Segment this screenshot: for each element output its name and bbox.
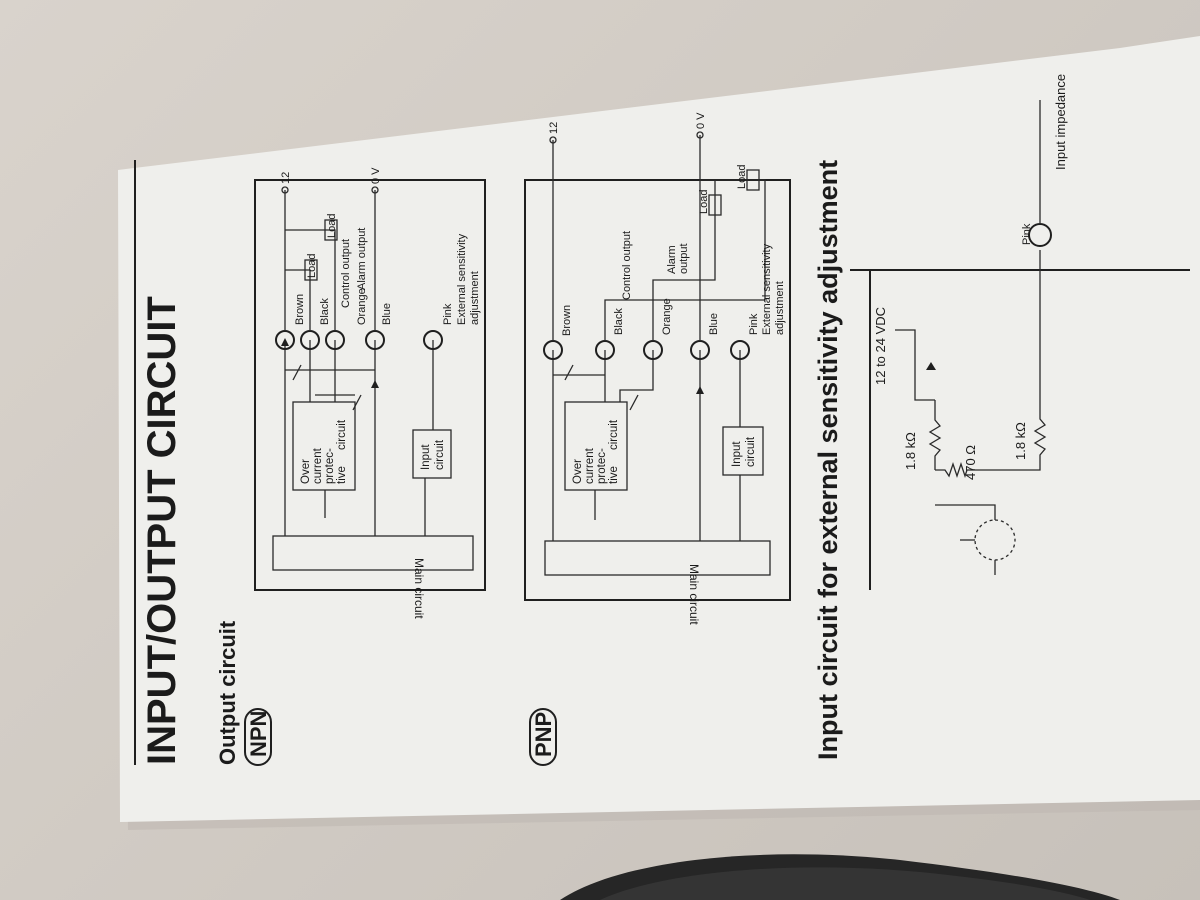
pnp-load-2 <box>708 194 722 216</box>
svg-text:Load: Load <box>736 165 748 189</box>
svg-text:Pink: Pink <box>748 313 760 335</box>
npn-diode-icon <box>281 338 289 346</box>
npn-main-circuit-box <box>272 535 474 571</box>
r1-label: 1.8 kΩ <box>903 432 918 470</box>
pnp-terminal-pink <box>730 340 750 360</box>
svg-text:Blue: Blue <box>381 303 393 325</box>
svg-text:circuit: circuit <box>608 419 620 450</box>
npn-main-circuit-label: Main circuit <box>412 558 426 619</box>
svg-text:12: 12 <box>280 172 292 184</box>
svg-text:Over: Over <box>572 459 584 484</box>
pnp-main-circuit-box <box>544 540 771 576</box>
svg-text:tive: tive <box>608 466 620 484</box>
r2-resistor-icon <box>935 461 980 479</box>
npn-diagram: Main circuit Over current protec- tive c… <box>254 167 486 619</box>
svg-text:Black: Black <box>319 298 331 325</box>
r3-label: 1.8 kΩ <box>1013 422 1028 460</box>
npn-load-2 <box>324 219 338 241</box>
svg-text:Orange: Orange <box>356 288 368 325</box>
svg-text:12: 12 <box>548 122 560 134</box>
svg-text:Input: Input <box>731 441 743 467</box>
supply-label: 12 to 24 VDC <box>873 307 888 385</box>
pnp-transistor-1 <box>564 364 574 381</box>
npn-badge-frame <box>244 708 272 766</box>
npn-transistor-2 <box>352 394 362 411</box>
output-heading: Output circuit <box>215 620 240 765</box>
pnp-frame <box>524 179 791 601</box>
svg-text:Load: Load <box>306 254 318 278</box>
svg-text:External sensitivity: External sensitivity <box>761 243 773 335</box>
svg-text:circuit: circuit <box>745 436 757 467</box>
pnp-load-1 <box>746 169 760 191</box>
pnp-input-circuit-box <box>722 426 764 476</box>
npn-load-1 <box>304 259 318 281</box>
input-diagram: 12 to 24 VDC 1.8 kΩ 470 Ω 1.8 kΩ Pink In… <box>850 74 1190 590</box>
svg-text:protec-: protec- <box>324 448 336 484</box>
pnp-zero-terminal <box>696 131 704 139</box>
pink-label: Pink <box>1021 223 1033 245</box>
pnp-overcurrent-box <box>564 401 628 491</box>
svg-text:Brown: Brown <box>561 305 573 336</box>
svg-text:Black: Black <box>613 308 625 335</box>
svg-text:Control output: Control output <box>621 231 633 300</box>
svg-text:Brown: Brown <box>294 294 306 325</box>
npn-transistor-1 <box>292 364 302 381</box>
npn-input-circuit-box <box>412 429 452 479</box>
svg-text:External sensitivity: External sensitivity <box>456 233 468 325</box>
pnp-badge-frame <box>529 708 557 766</box>
npn-zero-terminal <box>371 186 379 194</box>
document-sheet <box>118 36 1200 822</box>
svg-text:0 V: 0 V <box>695 112 707 129</box>
pnp-diagram: Main circuit Over current protec- tive c… <box>524 112 791 625</box>
input-heading: Input circuit for external sensitivity a… <box>813 160 843 760</box>
svg-text:protec-: protec- <box>596 448 608 484</box>
svg-text:Blue: Blue <box>708 313 720 335</box>
svg-text:circuit: circuit <box>336 419 348 450</box>
svg-text:Over: Over <box>300 459 312 484</box>
svg-text:Alarm output: Alarm output <box>356 228 368 290</box>
svg-text:0 V: 0 V <box>370 167 382 184</box>
svg-text:current: current <box>584 447 596 484</box>
svg-text:Input: Input <box>420 444 432 470</box>
r3-resistor-icon <box>980 250 1047 471</box>
svg-text:Load: Load <box>698 190 710 214</box>
page-title: INPUT/OUTPUT CIRCUIT <box>140 296 184 765</box>
svg-text:Load: Load <box>326 214 338 238</box>
npn-overcurrent-box <box>292 401 356 491</box>
svg-text:circuit: circuit <box>434 439 446 470</box>
npn-plus-terminal <box>281 186 289 194</box>
input-diode-icon <box>926 362 936 370</box>
svg-text:Pink: Pink <box>442 303 454 325</box>
pnp-plus-terminal <box>549 136 557 144</box>
svg-text:adjustment: adjustment <box>469 271 481 325</box>
npn-frame <box>254 179 486 591</box>
document-content: INPUT/OUTPUT CIRCUIT Output circuit NPN … <box>134 74 1190 766</box>
svg-text:Alarm: Alarm <box>666 245 678 274</box>
svg-text:Orange: Orange <box>661 298 673 335</box>
npn-badge: NPN <box>246 711 271 757</box>
pnp-main-circuit-label: Main circuit <box>687 564 701 625</box>
npn-terminal-pink <box>423 330 443 350</box>
input-impedance-label: Input impedance <box>1053 74 1068 170</box>
svg-text:Control output: Control output <box>340 239 352 308</box>
npn-diode-icon-2 <box>371 380 379 388</box>
pnp-transistor-2 <box>629 394 639 411</box>
svg-text:current: current <box>312 447 324 484</box>
pnp-badge: PNP <box>531 712 556 757</box>
r1-resistor-icon <box>928 400 942 470</box>
pnp-diode-icon <box>696 386 704 394</box>
svg-text:tive: tive <box>336 466 348 484</box>
svg-text:adjustment: adjustment <box>774 281 786 335</box>
svg-text:output: output <box>678 243 690 274</box>
